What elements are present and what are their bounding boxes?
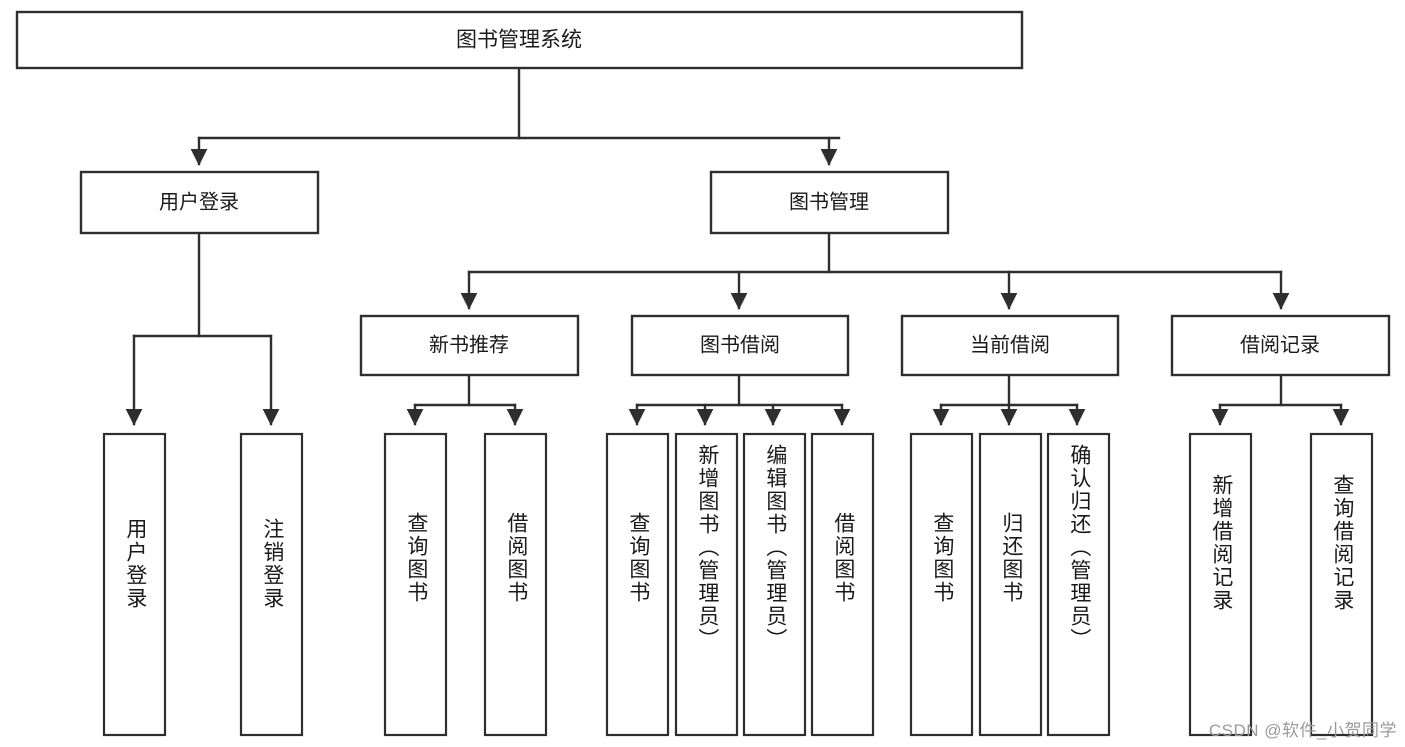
leaf-box-confirm-return-admin[interactable] bbox=[1046, 432, 1111, 737]
node-new-book-recommend-label: 新书推荐 bbox=[429, 333, 509, 356]
node-user-login[interactable]: 用户登录 bbox=[79, 170, 320, 235]
connector-borrow-to-leaves bbox=[628, 374, 851, 426]
leaf-box-query-borrow-record[interactable] bbox=[1309, 432, 1374, 737]
leaf-box-add-borrow-record[interactable] bbox=[1188, 432, 1253, 737]
leaf-box-user-logout[interactable] bbox=[239, 432, 304, 737]
node-book-borrow[interactable]: 图书借阅 bbox=[630, 314, 850, 377]
node-book-management[interactable]: 图书管理 bbox=[709, 170, 950, 235]
node-root-system[interactable]: 图书管理系统 bbox=[15, 10, 1024, 70]
node-current-borrow-label: 当前借阅 bbox=[970, 333, 1050, 356]
connector-record-to-leaves bbox=[1211, 374, 1350, 426]
node-new-book-recommend[interactable]: 新书推荐 bbox=[359, 314, 580, 377]
leaf-box-query-book-b[interactable] bbox=[605, 432, 670, 737]
connector-current-to-leaves bbox=[932, 374, 1086, 426]
node-borrow-record-label: 借阅记录 bbox=[1240, 333, 1320, 356]
node-current-borrow[interactable]: 当前借阅 bbox=[900, 314, 1120, 377]
connector-root-to-level2 bbox=[190, 66, 841, 166]
leaf-box-add-book-admin[interactable] bbox=[674, 432, 739, 737]
node-borrow-record[interactable]: 借阅记录 bbox=[1170, 314, 1391, 377]
node-book-management-label: 图书管理 bbox=[789, 190, 869, 213]
leaf-box-query-book-c[interactable] bbox=[909, 432, 974, 737]
leaf-box-borrow-book-a[interactable] bbox=[483, 432, 548, 737]
leaf-box-user-login[interactable] bbox=[102, 432, 167, 737]
node-user-login-label: 用户登录 bbox=[159, 190, 239, 213]
node-root-system-label: 图书管理系统 bbox=[456, 29, 582, 52]
csdn-watermark: CSDN @软件_小贺同学 bbox=[1208, 721, 1397, 740]
leaf-box-edit-book-admin[interactable] bbox=[742, 432, 807, 737]
connector-bookmgmt-to-level3 bbox=[460, 232, 1290, 310]
leaf-box-borrow-book-b[interactable] bbox=[810, 432, 875, 737]
connector-userlogin-to-leaves bbox=[125, 232, 280, 426]
leaf-box-query-book-a[interactable] bbox=[383, 432, 448, 737]
connector-newbook-to-leaves bbox=[406, 374, 524, 426]
node-book-borrow-label: 图书借阅 bbox=[700, 333, 780, 356]
leaf-box-return-book[interactable] bbox=[978, 432, 1043, 737]
